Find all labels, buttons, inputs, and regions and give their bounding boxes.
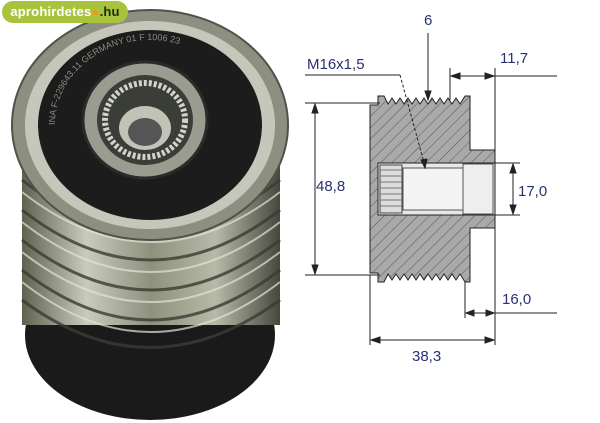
pulley-photo: INA F-229643.11 GERMANY 01 F 1006 23 [11, 9, 289, 420]
logo-dot: ● [91, 4, 100, 19]
label-hub-length: 11,7 [500, 50, 528, 67]
technical-drawing [305, 33, 557, 345]
watermark-logo: aprohirdetes●.hu [2, 1, 128, 23]
dimension-labels: 6 M16x1,5 11,7 48,8 17,0 16,0 38,3 [307, 12, 547, 365]
label-hub-width: 16,0 [502, 291, 531, 308]
label-bore-diameter: 17,0 [518, 183, 547, 200]
label-total-length: 38,3 [412, 348, 441, 365]
logo-tld: .hu [99, 4, 120, 19]
label-outer-diameter: 48,8 [316, 178, 345, 195]
label-thread: M16x1,5 [307, 56, 365, 73]
logo-name: aprohirdetes [10, 4, 92, 19]
label-grooves: 6 [424, 12, 432, 29]
